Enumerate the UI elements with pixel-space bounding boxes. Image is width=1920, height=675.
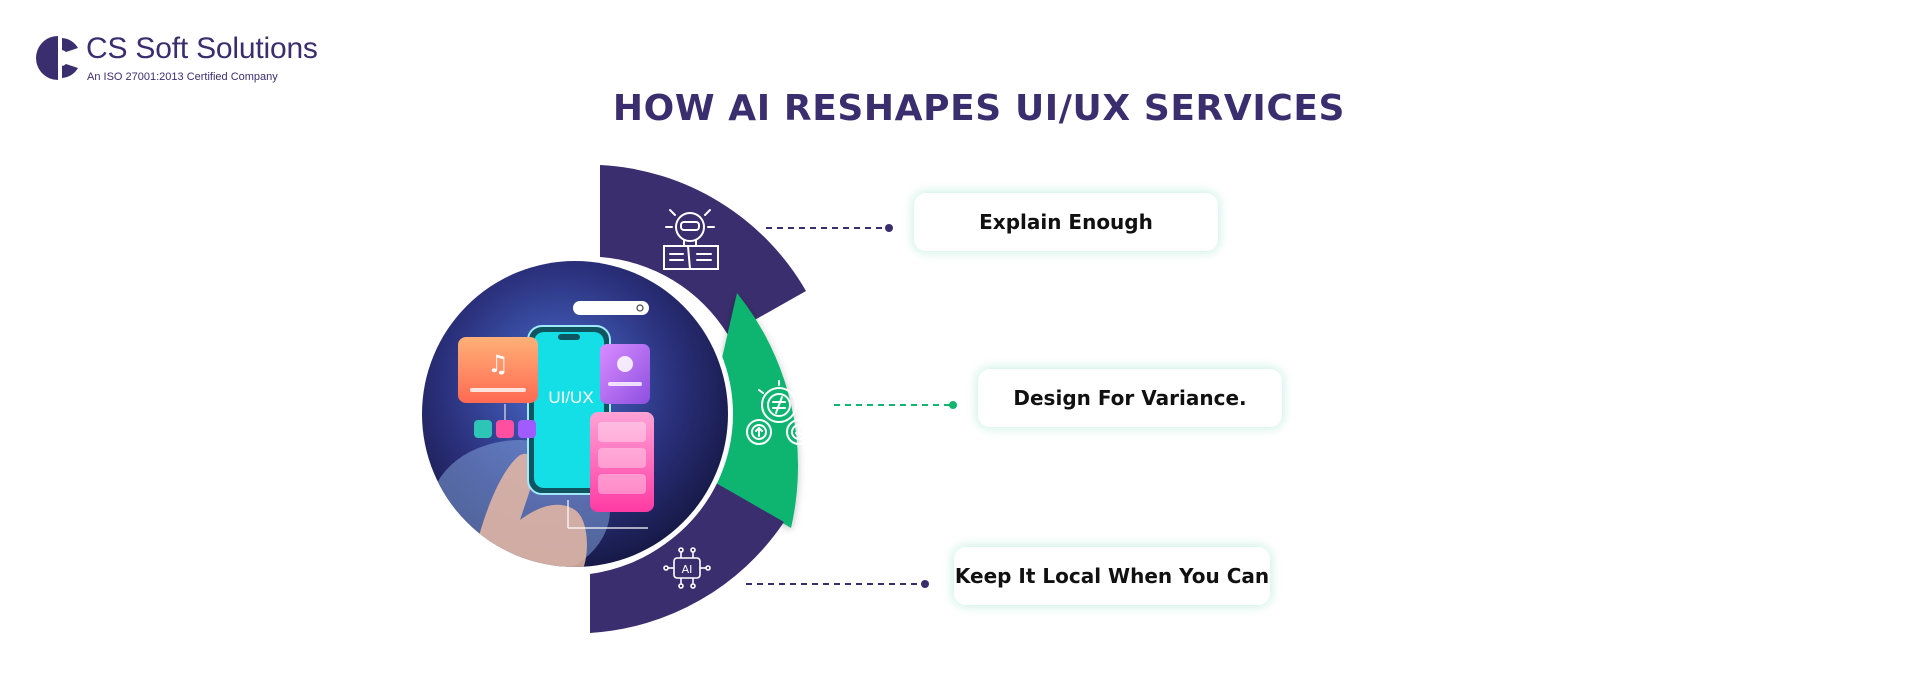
card-design-for-variance: Design For Variance. xyxy=(978,369,1282,427)
connector-1 xyxy=(766,224,893,232)
connector-3 xyxy=(746,580,929,588)
hero-image: UI/UX ♫ xyxy=(422,261,728,567)
ai-chip-icon: AI xyxy=(663,547,711,589)
hero-image-text: UI/UX xyxy=(548,388,593,407)
logo-mark-icon xyxy=(36,36,78,80)
card-explain-enough: Explain Enough xyxy=(914,193,1218,251)
brand-tagline: An ISO 27001:2013 Certified Company xyxy=(87,71,278,83)
card-keep-it-local: Keep It Local When You Can xyxy=(954,547,1270,605)
gears-not-equal-icon xyxy=(746,380,812,445)
lightbulb-book-icon xyxy=(663,209,719,270)
connector-2 xyxy=(834,401,957,409)
segment-1 xyxy=(600,165,806,335)
brand-name: CS Soft Solutions xyxy=(86,32,318,65)
svg-text:♫: ♫ xyxy=(487,350,509,378)
segment-2 xyxy=(716,293,799,528)
page-title: HOW AI RESHAPES UI/UX SERVICES xyxy=(612,88,1346,129)
svg-text:AI: AI xyxy=(682,563,693,576)
brand-logo[interactable]: CS Soft Solutions An ISO 27001:2013 Cert… xyxy=(36,32,336,88)
